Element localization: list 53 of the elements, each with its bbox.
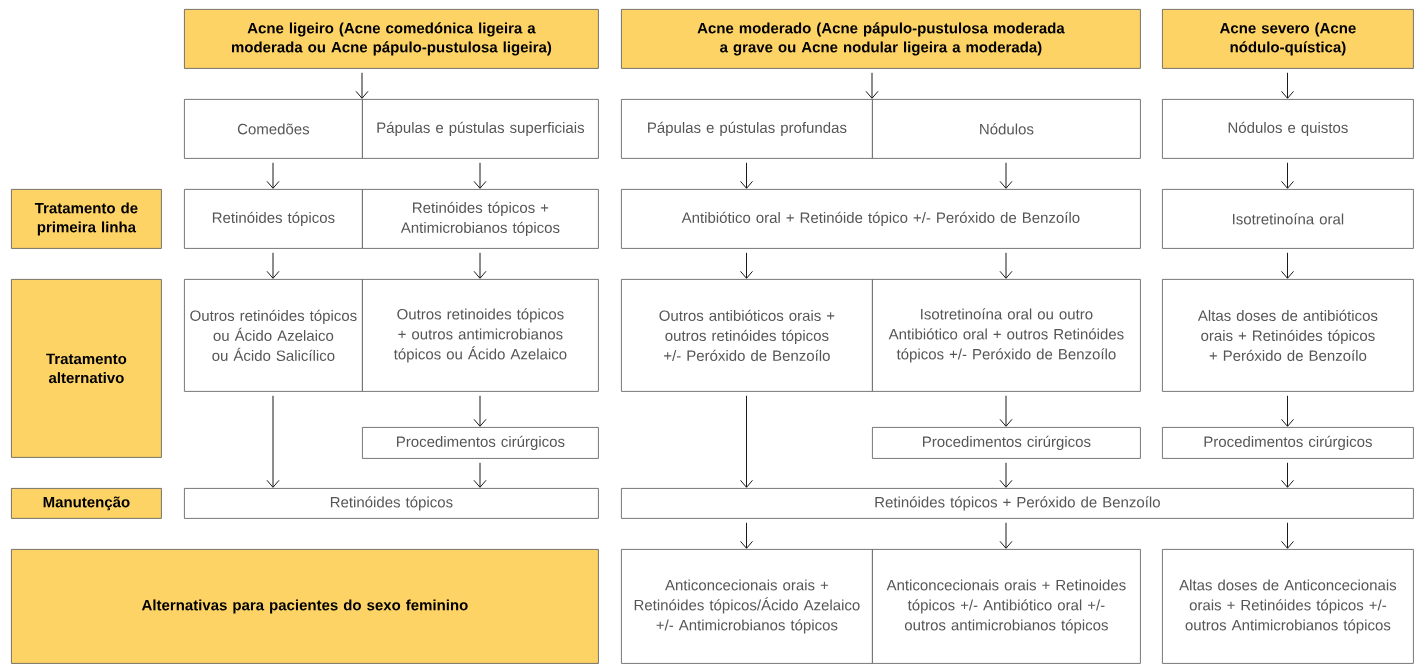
treatment-box: Retinóides tópicos + Antimicrobianos tópicos: [362, 189, 599, 249]
arrow: [865, 72, 879, 99]
arrow: [999, 162, 1013, 189]
treatment-box: Isotretinoína oral ou outro Antibiótico oral + outros Retinóides tópicos +/- Peróxido de Benzoílo: [872, 279, 1141, 392]
treatment-box: Retinóides tópicos: [184, 189, 363, 249]
arrow: [266, 395, 280, 488]
header-box: Acne moderado (Acne pápulo-pustulosa moderada a grave ou Acne nodular ligeira a moderada): [621, 9, 1141, 69]
treatment-box: Comedões: [184, 99, 363, 159]
arrow: [1281, 252, 1294, 279]
arrow: [999, 252, 1013, 279]
treatment-box: Nódulos e quistos: [1162, 99, 1414, 159]
treatment-box: Isotretinoína oral: [1162, 189, 1414, 249]
treatment-box: Retinóides tópicos: [184, 488, 599, 519]
treatment-box: Anticoncecionais orais + Retinoides tópicos +/- Antibiótico oral +/- outros antimicrobianos tópicos: [872, 549, 1141, 664]
treatment-box: Outros retinoides tópicos + outros antimicrobianos tópicos ou Ácido Azelaico: [362, 279, 599, 392]
header-box: Acne severo (Acne nódulo-quística): [1162, 9, 1414, 69]
arrow: [1281, 462, 1294, 488]
category-label: Manutenção: [11, 488, 162, 519]
arrow: [1281, 72, 1294, 99]
arrow: [740, 252, 753, 279]
arrow: [1281, 162, 1294, 189]
arrow: [740, 395, 753, 488]
arrow: [999, 395, 1013, 427]
treatment-box: Procedimentos cirúrgicos: [1162, 427, 1414, 459]
treatment-box: Procedimentos cirúrgicos: [872, 427, 1141, 459]
arrow: [266, 162, 280, 189]
category-label: Tratamento de primeira linha: [11, 189, 162, 249]
category-label: Alternativas para pacientes do sexo feminino: [11, 549, 599, 664]
arrow: [740, 522, 753, 549]
treatment-box: Nódulos: [872, 99, 1141, 159]
treatment-box: Antibiótico oral + Retinóide tópico +/- Peróxido de Benzoílo: [621, 189, 1141, 249]
category-label: Tratamento alternativo: [11, 279, 162, 458]
header-box: Acne ligeiro (Acne comedónica ligeira a moderada ou Acne pápulo-pustulosa ligeira): [184, 9, 599, 69]
treatment-box: Pápulas e pústulas superficiais: [362, 99, 599, 159]
treatment-box: Altas doses de Anticoncecionais orais + Retinóides tópicos +/- outros Antimicrobianos tópicos: [1162, 549, 1414, 664]
arrow: [740, 162, 753, 189]
treatment-box: Outros antibióticos orais + outros retinóides tópicos +/- Peróxido de Benzoílo: [621, 279, 873, 392]
treatment-box: Altas doses de antibióticos orais + Retinóides tópicos + Peróxido de Benzoílo: [1162, 279, 1414, 392]
treatment-box: Retinóides tópicos + Peróxido de Benzoílo: [621, 488, 1414, 519]
arrow: [1281, 522, 1294, 549]
arrow: [266, 252, 280, 279]
arrow: [999, 522, 1013, 549]
treatment-box: Pápulas e pústulas profundas: [621, 99, 873, 159]
arrow: [355, 72, 369, 99]
arrow: [999, 462, 1013, 488]
treatment-box: Anticoncecionais orais + Retinóides tópicos/Ácido Azelaico +/- Antimicrobianos tópicos: [621, 549, 873, 664]
arrow: [473, 395, 487, 427]
arrow: [473, 252, 487, 279]
treatment-box: Outros retinóides tópicos ou Ácido Azelaico ou Ácido Salicílico: [184, 279, 363, 392]
arrow: [473, 162, 487, 189]
treatment-box: Procedimentos cirúrgicos: [362, 427, 599, 459]
arrow: [473, 462, 487, 488]
arrow: [1281, 395, 1294, 427]
